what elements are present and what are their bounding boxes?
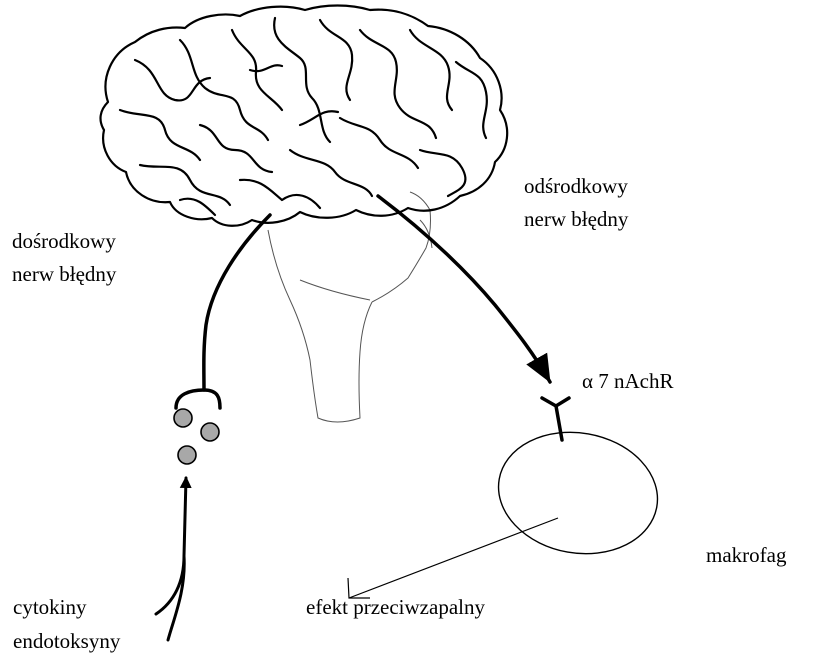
cytokine-particle <box>200 422 220 442</box>
effect-arrow <box>347 517 559 599</box>
macrophage-cell <box>497 431 659 555</box>
afferent-nerve <box>174 213 272 410</box>
efferent-label-line1: odśrodkowy <box>524 174 628 198</box>
afferent-vagus-label: dośrodkowy nerw błędny <box>12 225 116 291</box>
efferent-nerve-arrow <box>376 194 552 384</box>
stimulus-arrow <box>154 476 192 642</box>
stimulus-label: cytokiny endotoksyny <box>13 590 120 658</box>
efferent-vagus-label: odśrodkowy nerw błędny <box>524 170 628 236</box>
brain <box>99 4 509 227</box>
alpha7-receptor <box>540 396 571 442</box>
cytokine-particle <box>173 408 193 428</box>
cytokine-particles <box>173 408 220 465</box>
afferent-nerve-fiber <box>202 213 272 392</box>
afferent-label-line2: nerw błędny <box>12 262 117 286</box>
effect-label: efekt przeciwzapalny <box>306 595 485 619</box>
nerve-ending-fork <box>174 388 222 410</box>
cytokine-particle <box>177 445 197 465</box>
macrophage-label: makrofag <box>706 543 787 567</box>
brain-outline <box>99 4 509 227</box>
stimulus-label-line1: cytokiny <box>13 595 87 619</box>
afferent-label-line1: dośrodkowy <box>12 229 116 253</box>
efferent-label-line2: nerw błędny <box>524 207 629 231</box>
brainstem <box>267 191 433 423</box>
stimulus-label-line2: endotoksyny <box>13 629 121 653</box>
receptor-label: α 7 nAchR <box>582 369 674 393</box>
